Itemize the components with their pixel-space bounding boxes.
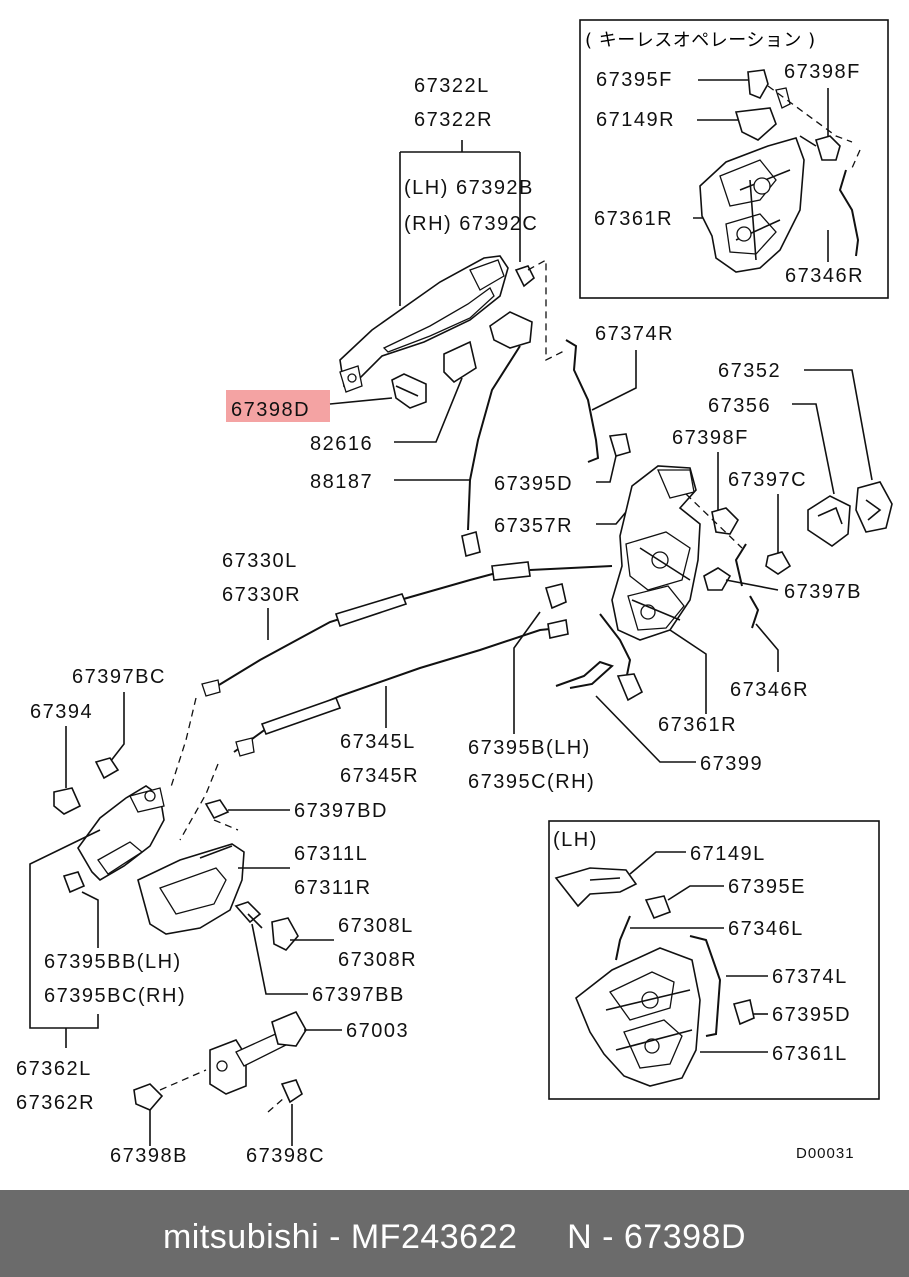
cable-67345 — [179, 619, 569, 841]
keyless-switch-part — [747, 69, 791, 109]
cap-67308 — [271, 917, 299, 951]
clip-67395D — [608, 433, 631, 457]
label-67357R: 67357R — [494, 515, 573, 537]
outer-door-handle — [339, 255, 509, 393]
label-67398B: 67398B — [110, 1145, 188, 1167]
label-67395F: 67395F — [596, 69, 673, 91]
label-67149R: 67149R — [596, 109, 675, 131]
label-67374L: 67374L — [772, 966, 848, 988]
label-88187: 88187 — [310, 471, 373, 493]
label-67392C: (RH) 67392C — [404, 213, 538, 235]
screw-67397C — [765, 551, 792, 575]
label-67308L: 67308L — [338, 915, 414, 937]
lock-actuator-67361R — [611, 465, 701, 641]
label-67322R: 67322R — [414, 109, 493, 131]
keyless-inset-frame — [579, 19, 889, 299]
clip-67395D-inset — [732, 999, 755, 1026]
label-67352: 67352 — [718, 360, 781, 382]
label-82616: 82616 — [310, 433, 373, 455]
highlight-box — [226, 390, 330, 422]
label-67362L: 67362L — [16, 1058, 92, 1080]
label-67356: 67356 — [708, 395, 771, 417]
label-67397BB: 67397BB — [312, 984, 405, 1006]
label-67395D-inset: 67395D — [772, 1004, 851, 1026]
rod-88187 — [461, 311, 533, 558]
screw-67397BC — [94, 757, 120, 780]
label-67398C: 67398C — [246, 1145, 325, 1167]
keyless-inset-title: ( キーレスオペレーション ) — [585, 30, 816, 51]
inner-handle-lever — [77, 785, 165, 882]
label-67392B: (LH) 67392B — [404, 177, 534, 199]
label-67346R-inset: 67346R — [785, 265, 864, 287]
label-67397BC: 67397BC — [72, 666, 166, 688]
label-67308R: 67308R — [338, 949, 417, 971]
label-67330L: 67330L — [222, 550, 298, 572]
door-check-67003 — [209, 1010, 307, 1095]
pad-67352 — [855, 481, 893, 533]
screw-67398F — [711, 507, 739, 535]
label-67311R: 67311R — [294, 877, 372, 899]
label-67399: 67399 — [700, 753, 763, 775]
label-67395E: 67395E — [728, 876, 806, 898]
diagram-drawing: ( キーレスオペレーション ) 67395F 67398F 67149R 673… — [16, 19, 893, 1167]
lh-inset-title: (LH) — [553, 829, 598, 851]
screw-67397BD — [204, 799, 230, 820]
label-67361R-inset: 67361R — [594, 208, 673, 230]
diagram-code: D00031 — [796, 1145, 855, 1162]
keyless-screw-part — [799, 135, 841, 161]
label-67395C: 67395C(RH) — [468, 771, 595, 793]
keyless-bracket-part — [734, 107, 777, 141]
label-67311L: 67311L — [294, 843, 368, 865]
label-67394: 67394 — [30, 701, 93, 723]
parts-diagram: ( キーレスオペレーション ) 67395F 67398F 67149R 673… — [16, 19, 893, 1167]
clip-67395BB — [62, 871, 86, 894]
cover-67356 — [807, 495, 851, 547]
label-67361L: 67361L — [772, 1043, 848, 1065]
label-67149L: 67149L — [690, 843, 766, 865]
handle-nut-part — [514, 265, 536, 288]
label-67003: 67003 — [346, 1020, 409, 1042]
screw-67397BB — [234, 901, 263, 929]
label-67398D-highlight: 67398D — [231, 399, 310, 421]
lock-actuator-67361L — [575, 947, 701, 1087]
label-67345L: 67345L — [340, 731, 416, 753]
label-67397C: 67397C — [728, 469, 807, 491]
label-67398F-inset: 67398F — [784, 61, 861, 83]
label-67397BD: 67397BD — [294, 800, 388, 822]
keyless-lock-actuator — [699, 137, 805, 273]
screw-67397B — [703, 567, 732, 591]
label-67362R: 67362R — [16, 1092, 95, 1114]
label-67346L: 67346L — [728, 918, 804, 940]
cable-67330 — [169, 561, 613, 791]
bolt-67398D — [391, 373, 427, 409]
clip-67395E — [644, 895, 672, 920]
label-67361R: 67361R — [658, 714, 737, 736]
label-67395BC: 67395BC(RH) — [44, 985, 186, 1007]
bolt-67398C — [280, 1079, 303, 1104]
clip-67395B — [544, 583, 567, 610]
clip-82616 — [443, 340, 477, 384]
footer-bar: mitsubishi - MF243622 N - 67398D — [0, 1190, 909, 1277]
label-67374R: 67374R — [595, 323, 674, 345]
inner-handle-67311 — [137, 843, 245, 935]
label-67395B: 67395B(LH) — [468, 737, 591, 759]
label-67395D: 67395D — [494, 473, 573, 495]
label-67395BB: 67395BB(LH) — [44, 951, 182, 973]
bracket-67149L — [554, 867, 638, 908]
label-67330R: 67330R — [222, 584, 301, 606]
label-67346R: 67346R — [730, 679, 809, 701]
label-67330R-lock-screw-67397B: 67397B — [784, 581, 862, 603]
footer-part-text: mitsubishi - MF243622 N - 67398D — [162, 1218, 747, 1256]
clip-67394 — [53, 787, 82, 815]
connector-67399 — [555, 613, 644, 702]
label-67398F: 67398F — [672, 427, 749, 449]
label-67322L: 67322L — [414, 75, 490, 97]
bolt-67398B — [133, 1083, 164, 1111]
label-67345R: 67345R — [340, 765, 419, 787]
lh-inset-frame — [548, 820, 880, 1100]
